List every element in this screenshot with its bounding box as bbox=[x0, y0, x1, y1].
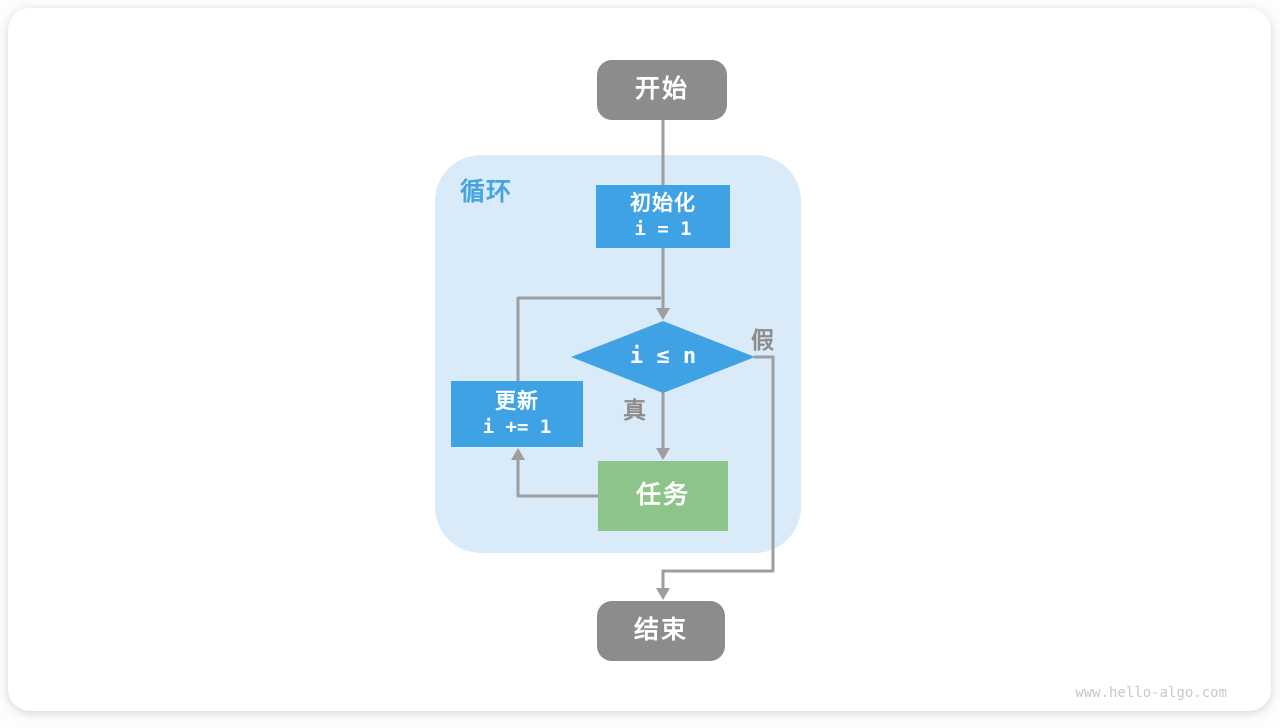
true-branch-label: 真 bbox=[623, 397, 646, 423]
diagram-card: 循环 开始 初始化 i = 1 i ≤ n 更新 i += 1 任务 结 bbox=[8, 8, 1271, 711]
init-node-title: 初始化 bbox=[630, 192, 696, 215]
arrowhead-into-end bbox=[656, 588, 670, 600]
task-node-label: 任务 bbox=[635, 481, 690, 510]
task-node: 任务 bbox=[598, 461, 728, 531]
start-node: 开始 bbox=[597, 60, 727, 120]
init-node-code: i = 1 bbox=[634, 218, 692, 241]
false-branch-label: 假 bbox=[751, 327, 774, 353]
condition-node-code: i ≤ n bbox=[629, 344, 697, 370]
update-node-code: i += 1 bbox=[482, 415, 552, 438]
end-node: 结束 bbox=[597, 601, 725, 661]
end-node-label: 结束 bbox=[633, 616, 688, 645]
update-node: 更新 i += 1 bbox=[451, 381, 583, 447]
start-node-label: 开始 bbox=[634, 75, 689, 104]
watermark-url: www.hello-algo.com bbox=[1075, 685, 1227, 701]
init-node: 初始化 i = 1 bbox=[596, 185, 730, 248]
update-node-title: 更新 bbox=[495, 389, 539, 413]
loop-region-label: 循环 bbox=[460, 178, 513, 206]
